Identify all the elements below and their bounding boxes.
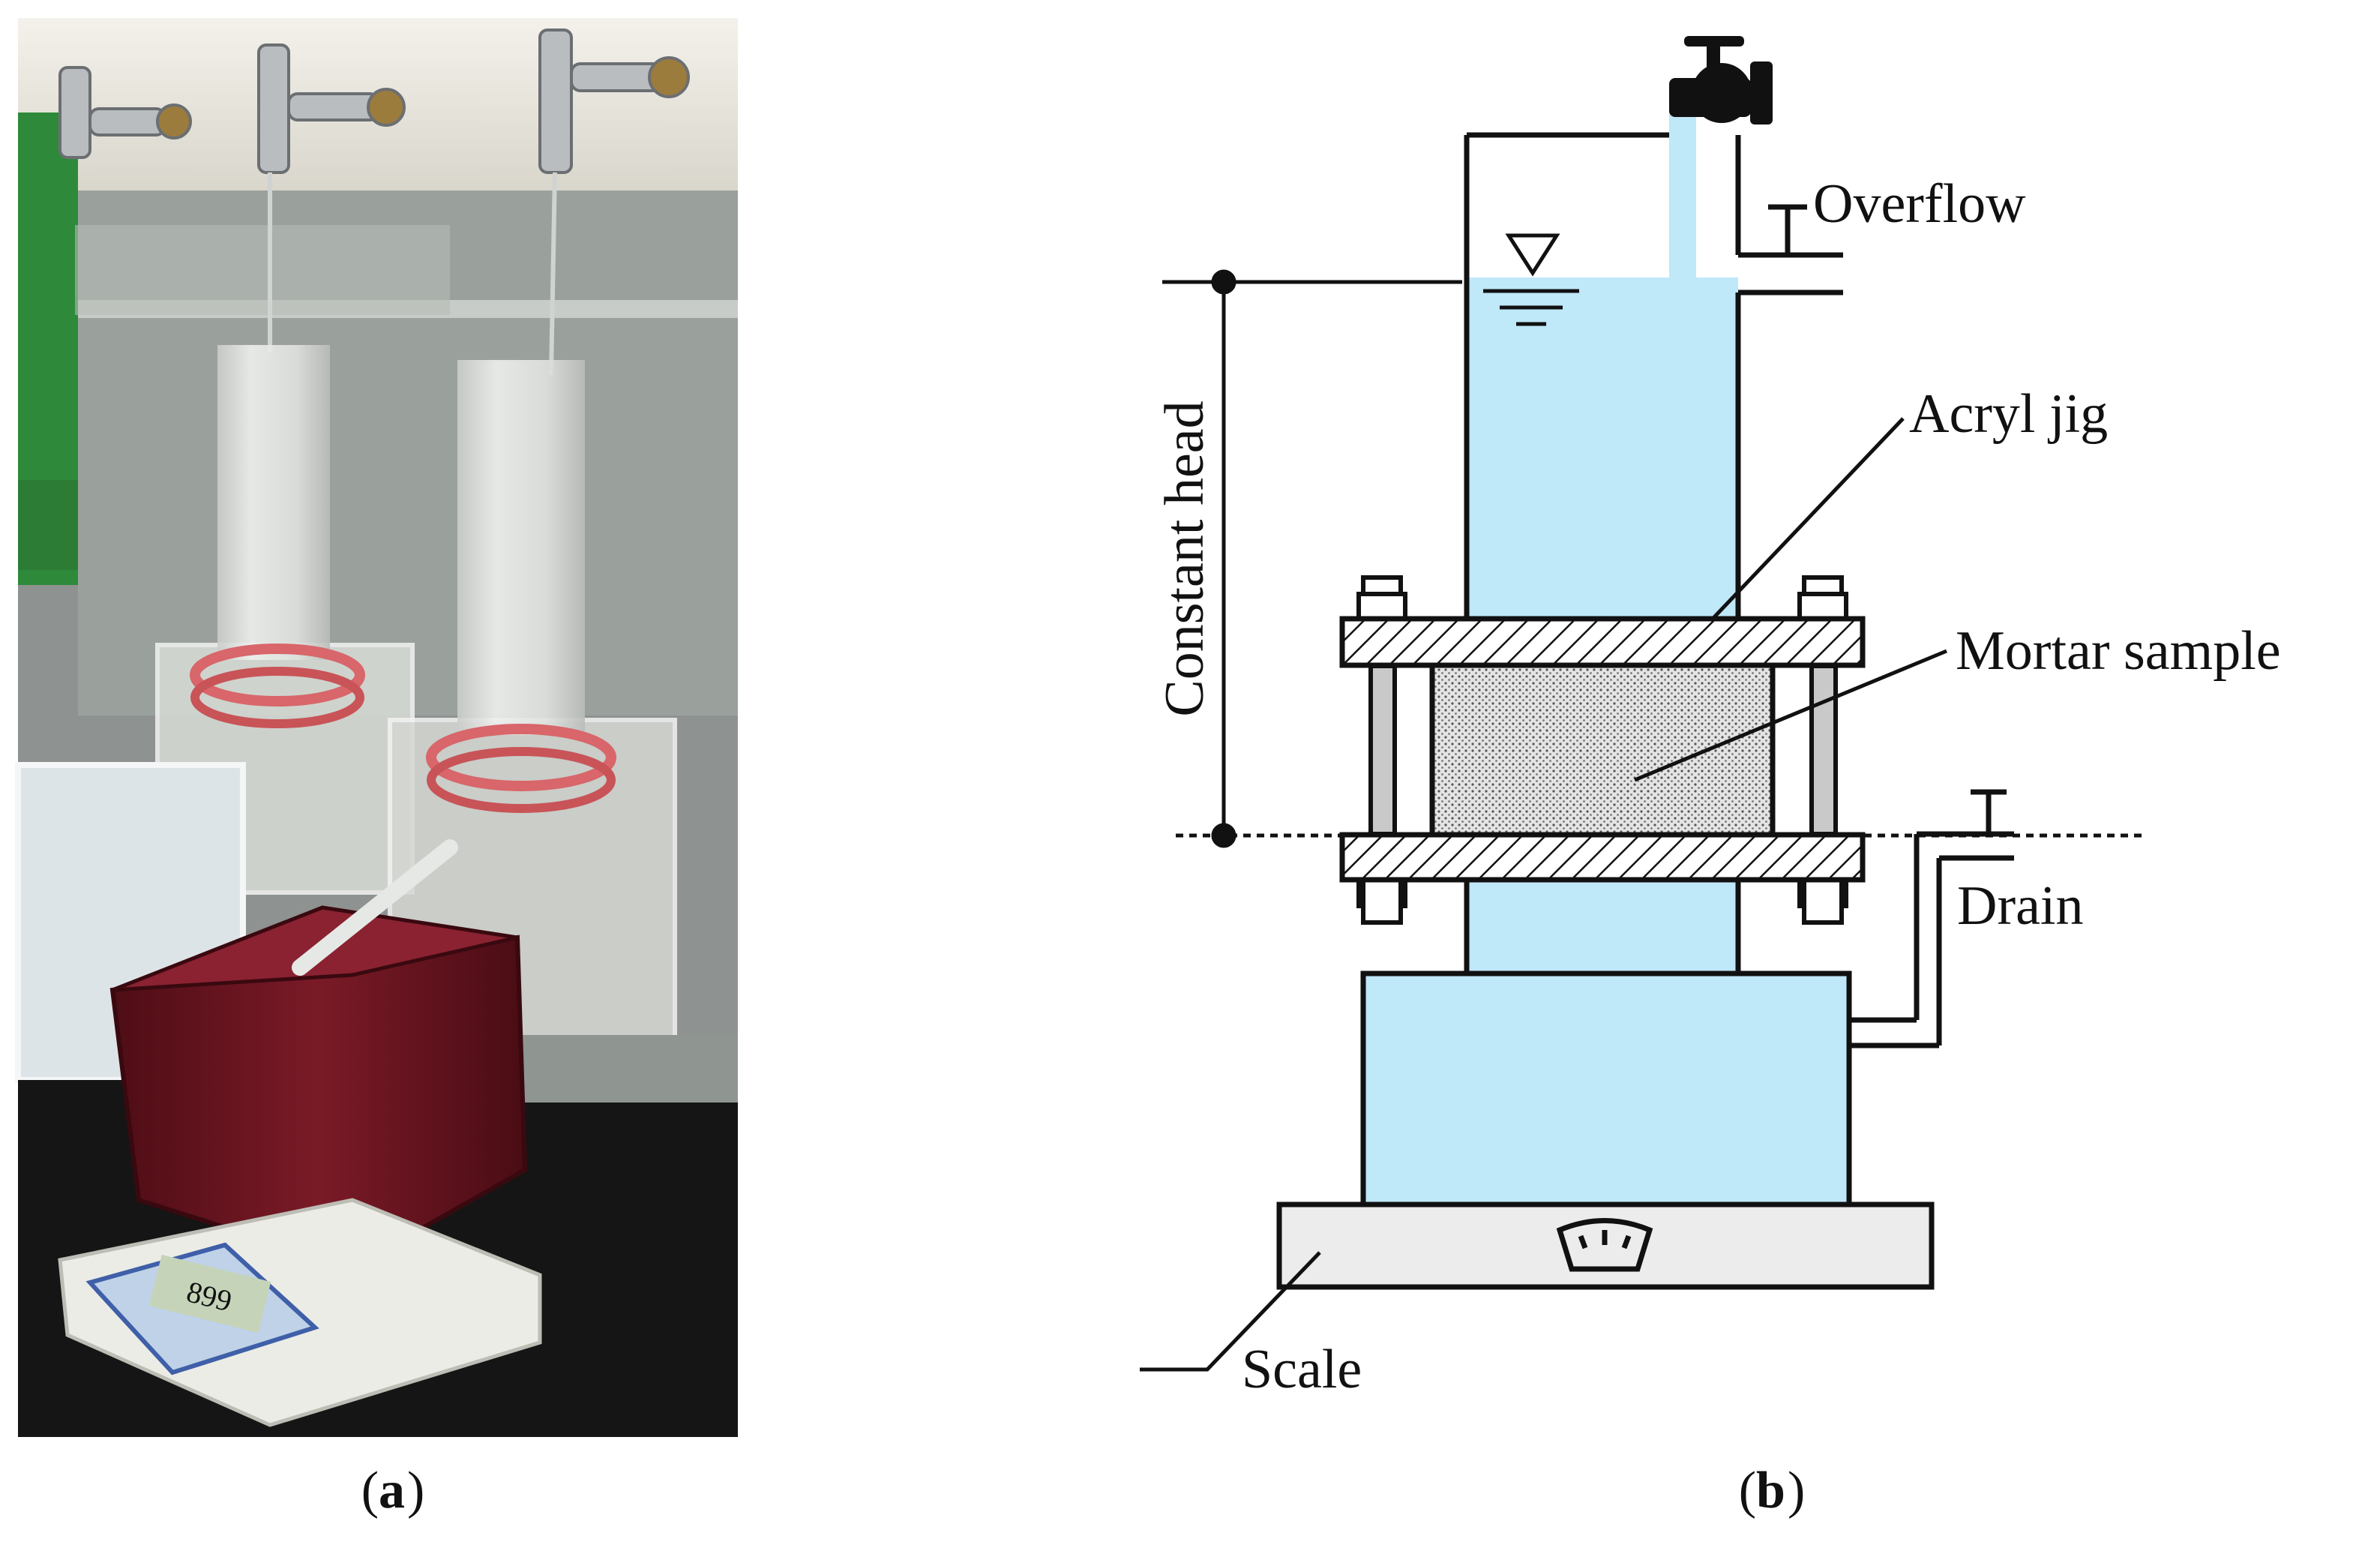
caption-b-letter: b xyxy=(1756,1462,1785,1520)
mortar-sample-label: Mortar sample xyxy=(1956,620,2281,682)
svg-text:(: ( xyxy=(1739,1462,1756,1520)
overflow-pipe xyxy=(1738,204,1843,296)
overflow-label: Overflow xyxy=(1813,173,2026,235)
constant-head-dimension xyxy=(1162,269,2145,848)
photo-taps xyxy=(58,28,690,174)
svg-text:): ) xyxy=(1788,1462,1805,1520)
photo-cylinder-left xyxy=(217,345,330,660)
mortar-sample-leader xyxy=(1634,649,1947,782)
left-bolt xyxy=(1356,575,1407,925)
constant-head-label: Constant head xyxy=(1154,400,1215,716)
balance-lcd xyxy=(148,1254,271,1334)
panel-b-diagram: Overflow Acryl jig Mortar sample Drain S… xyxy=(1140,36,2281,1400)
caption-a-letter: a xyxy=(379,1462,405,1520)
water-stream xyxy=(1669,112,1696,279)
lower-reservoir xyxy=(1360,970,1852,1208)
water-tap-icon xyxy=(1669,36,1773,124)
acryl-jig-leader xyxy=(1711,417,1905,620)
scale-leader xyxy=(1140,1251,1321,1372)
water-lower-column xyxy=(1467,879,1738,976)
weighing-scale-icon xyxy=(1556,1218,1653,1272)
svg-text:): ) xyxy=(407,1462,424,1520)
water-level-icon xyxy=(1483,233,1579,326)
mortar-sample xyxy=(1429,662,1776,838)
panel-a-photo: 899 xyxy=(15,18,738,1437)
scale-label: Scale xyxy=(1242,1339,1362,1400)
drain-label: Drain xyxy=(1957,875,2084,937)
photo-cylinder-right xyxy=(457,360,585,735)
svg-text:(: ( xyxy=(361,1462,379,1520)
caption-a: ( a ) xyxy=(361,1462,425,1520)
acryl-jig-label: Acryl jig xyxy=(1909,383,2108,445)
caption-b: ( b ) xyxy=(1739,1462,1806,1520)
water-upper-column xyxy=(1467,278,1738,619)
scale-platform xyxy=(1276,1202,1935,1290)
